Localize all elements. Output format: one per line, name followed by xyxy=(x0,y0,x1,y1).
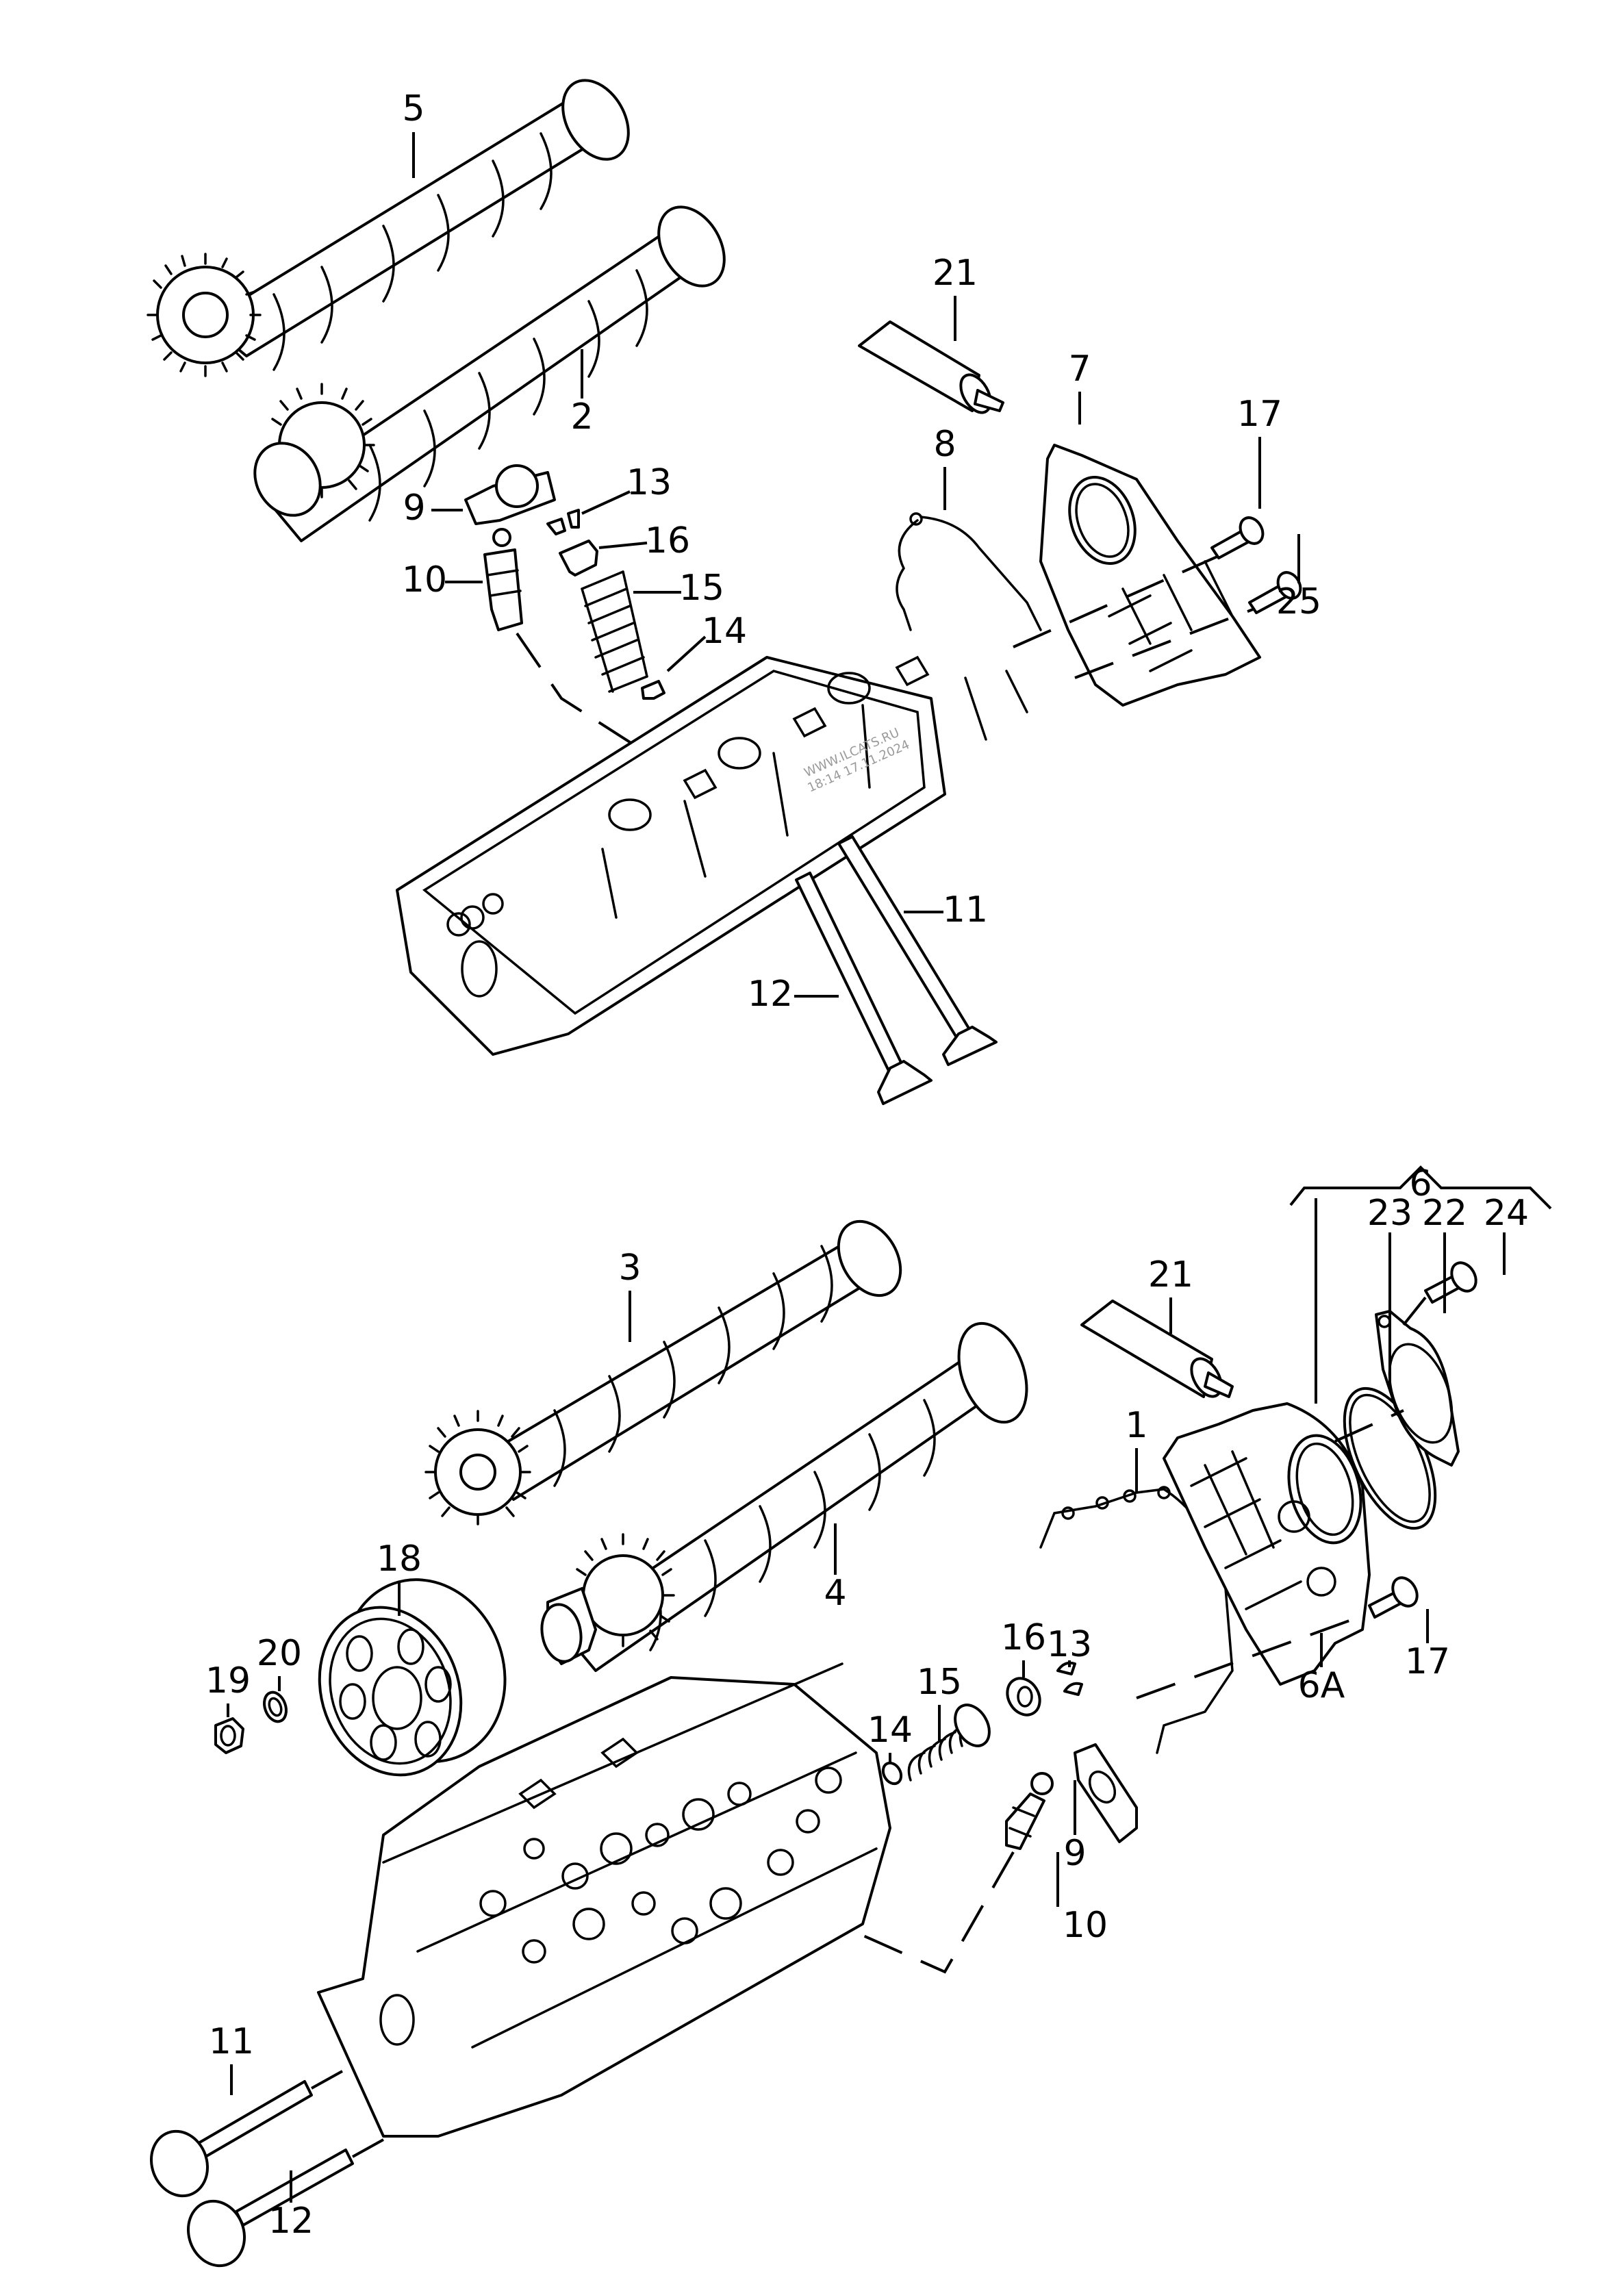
stem-seal-14-lower[interactable] xyxy=(880,1760,905,1787)
label-9-upper[interactable]: 9 xyxy=(403,487,425,529)
rocker-arm-9[interactable] xyxy=(464,464,556,525)
label-11-lower[interactable]: 11 xyxy=(209,2021,254,2062)
valve-11-lower[interactable] xyxy=(142,2070,343,2204)
label-10-lower[interactable]: 10 xyxy=(1063,1905,1108,1946)
leader-lines-upper xyxy=(412,132,1300,998)
label-15-lower[interactable]: 15 xyxy=(917,1662,962,1703)
cylinder-head-lower[interactable] xyxy=(317,1662,891,2138)
rocker-arm-9-lower[interactable] xyxy=(1074,1743,1138,1843)
camshaft-5[interactable] xyxy=(147,68,642,377)
label-14-upper[interactable]: 14 xyxy=(702,611,747,652)
label-24[interactable]: 24 xyxy=(1484,1193,1529,1234)
kit-bracket-6 xyxy=(1289,1165,1552,1404)
nut-19[interactable] xyxy=(214,1717,244,1754)
lower-group: 6 23 22 24 3 21 1 4 18 20 19 16 13 15 14… xyxy=(142,1163,1552,2274)
spring-seat-16[interactable] xyxy=(559,540,598,577)
sealant-tube-21-lower[interactable] xyxy=(1080,1300,1234,1402)
labels-lower: 6 23 22 24 3 21 1 4 18 20 19 16 13 15 14… xyxy=(205,1163,1529,2242)
washer-20[interactable] xyxy=(260,1689,290,1725)
bolt-25[interactable] xyxy=(1248,568,1305,614)
spring-15-lower[interactable] xyxy=(907,1699,997,1782)
label-16-upper[interactable]: 16 xyxy=(645,520,690,561)
labels-upper: 5 2 21 7 8 17 25 9 13 16 10 15 14 11 12 xyxy=(402,88,1321,1015)
bolt-17[interactable] xyxy=(1210,514,1267,559)
label-1[interactable]: 1 xyxy=(1125,1405,1147,1446)
spring-seat-16-lower[interactable] xyxy=(1001,1673,1046,1721)
label-22[interactable]: 22 xyxy=(1422,1193,1467,1234)
label-12-upper[interactable]: 12 xyxy=(748,974,793,1015)
label-4[interactable]: 4 xyxy=(824,1573,846,1614)
sprocket-18[interactable] xyxy=(296,1557,530,1795)
label-19[interactable]: 19 xyxy=(205,1660,251,1701)
label-11-upper[interactable]: 11 xyxy=(943,889,988,930)
bolt-17-lower[interactable] xyxy=(1368,1573,1422,1619)
lifter-10[interactable] xyxy=(483,528,523,631)
end-cover-7[interactable] xyxy=(1039,444,1261,707)
camshaft-4[interactable] xyxy=(537,1314,1039,1672)
label-14-lower[interactable]: 14 xyxy=(867,1710,913,1751)
label-9-lower[interactable]: 9 xyxy=(1063,1833,1086,1874)
label-12-lower[interactable]: 12 xyxy=(268,2201,314,2242)
valve-11-upper[interactable] xyxy=(837,835,998,1066)
label-7[interactable]: 7 xyxy=(1068,349,1091,390)
label-8[interactable]: 8 xyxy=(933,424,956,465)
bolt-24[interactable] xyxy=(1424,1258,1481,1304)
cotter-13-lower[interactable] xyxy=(1056,1661,1083,1696)
sealant-tube-21[interactable] xyxy=(858,320,1004,418)
valve-12-upper[interactable] xyxy=(795,872,932,1105)
label-6a[interactable]: 6A xyxy=(1298,1665,1345,1706)
label-13-upper[interactable]: 13 xyxy=(626,462,672,503)
stem-seal-14[interactable] xyxy=(641,680,665,700)
camshaft-3[interactable] xyxy=(424,1211,913,1525)
label-20[interactable]: 20 xyxy=(257,1633,302,1674)
label-6[interactable]: 6 xyxy=(1409,1163,1432,1204)
label-17-upper[interactable]: 17 xyxy=(1237,394,1282,435)
spring-15[interactable] xyxy=(581,570,648,693)
leader-lines-lower xyxy=(227,1232,1506,2203)
label-16-lower[interactable]: 16 xyxy=(1001,1617,1046,1658)
gasket-8[interactable] xyxy=(896,512,1042,741)
label-21-upper[interactable]: 21 xyxy=(932,253,978,294)
label-2[interactable]: 2 xyxy=(570,396,593,438)
label-17-lower[interactable]: 17 xyxy=(1405,1641,1450,1682)
label-13-lower[interactable]: 13 xyxy=(1047,1624,1092,1665)
label-15-upper[interactable]: 15 xyxy=(679,568,724,609)
label-23[interactable]: 23 xyxy=(1367,1193,1412,1234)
label-25[interactable]: 25 xyxy=(1276,581,1321,622)
valve-12-lower[interactable] xyxy=(179,2138,384,2274)
label-3[interactable]: 3 xyxy=(618,1247,641,1289)
flange-22[interactable] xyxy=(1375,1310,1464,1467)
lifter-10-lower[interactable] xyxy=(1005,1772,1054,1850)
camshaft-2[interactable] xyxy=(242,195,738,542)
cotter-13[interactable] xyxy=(546,509,580,535)
upper-group: WWW.ILCATS.RU 18:14 17.11.2024 5 2 21 xyxy=(147,68,1321,1105)
label-10-upper[interactable]: 10 xyxy=(402,559,447,600)
label-5[interactable]: 5 xyxy=(402,88,424,129)
end-cover-6a[interactable] xyxy=(1163,1402,1372,1686)
cylinder-head-upper[interactable] xyxy=(396,655,946,1056)
label-18[interactable]: 18 xyxy=(377,1538,422,1580)
label-21-lower[interactable]: 21 xyxy=(1148,1254,1193,1295)
